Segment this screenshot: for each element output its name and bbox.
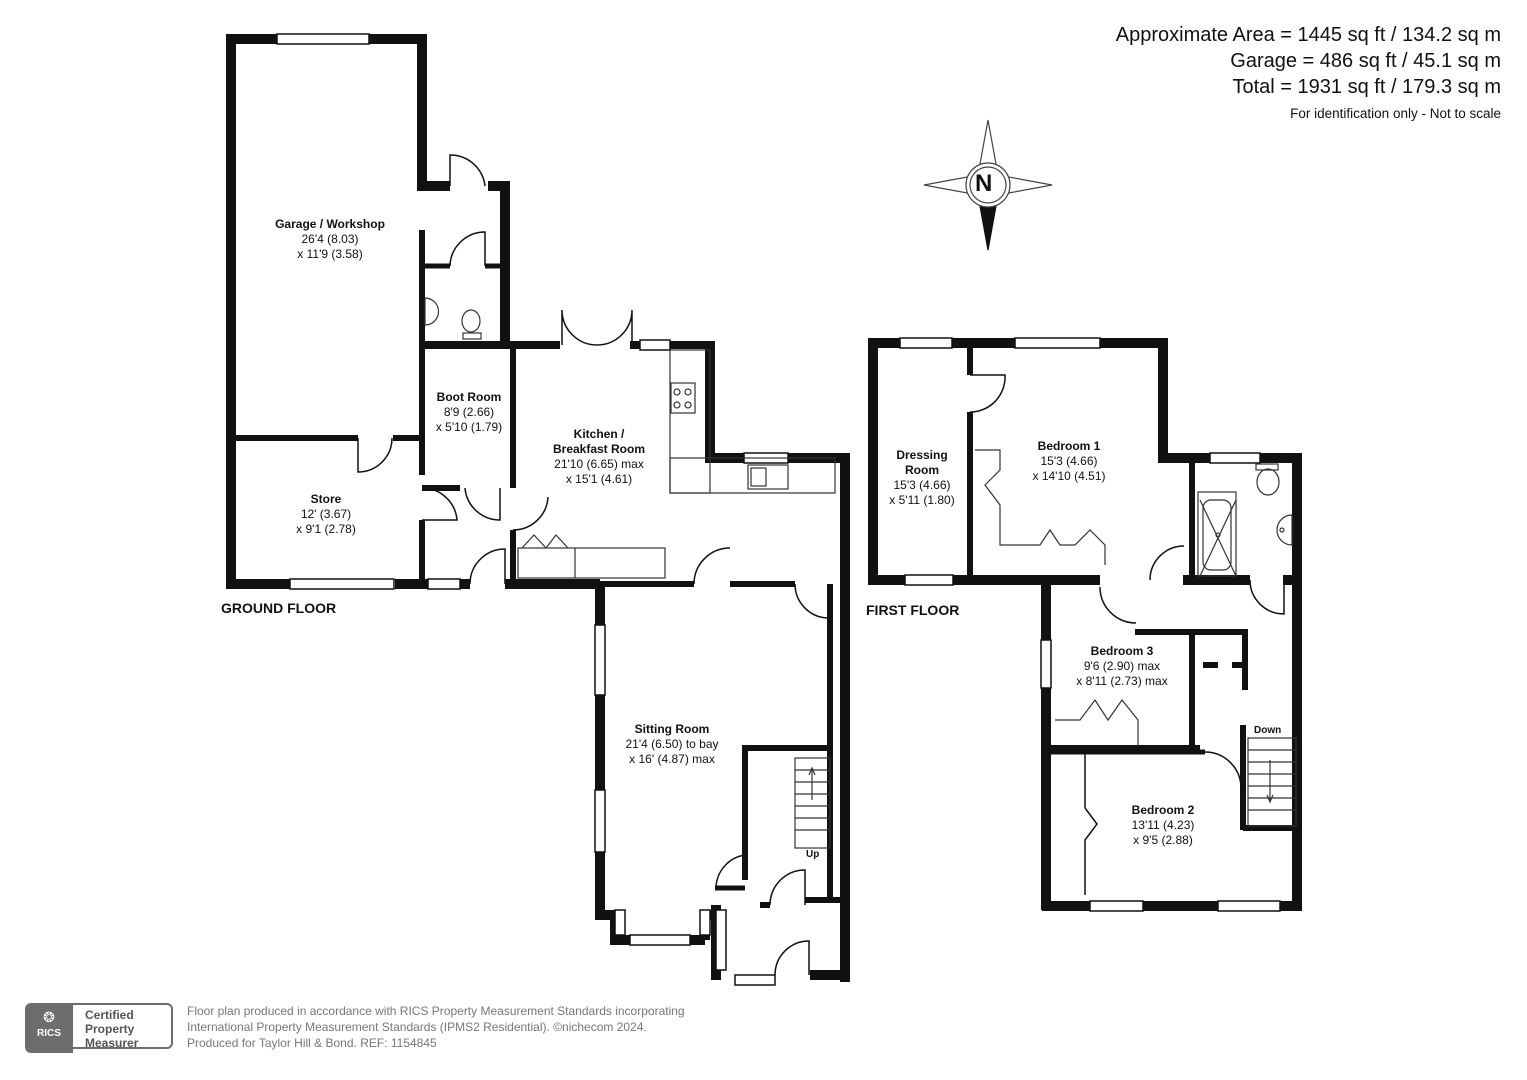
rics-certified-badge: ❂ RICS Certified Property Measurer: [25, 1003, 177, 1053]
rics-logo: ❂ RICS: [25, 1003, 73, 1053]
first-floor-walls: [868, 338, 1302, 911]
first-floor-label: FIRST FLOOR: [866, 602, 960, 618]
first-floor-stairs: [1247, 737, 1297, 827]
first-floor-fixtures: [975, 449, 1297, 827]
room-garage-workshop: Garage / Workshop 26'4 (8.03) x 11'9 (3.…: [275, 217, 385, 261]
room-bedroom-3: Bedroom 3 9'6 (2.90) max x 8'11 (2.73) m…: [1076, 644, 1168, 688]
room-boot-room: Boot Room 8'9 (2.66) x 5'10 (1.79): [435, 390, 503, 434]
ground-stairs: [794, 757, 831, 849]
compass-north-label: N: [975, 170, 993, 197]
stairs-up-label: Up: [806, 849, 820, 860]
rics-emblem-icon: ❂: [43, 1009, 55, 1025]
scale-note: For identification only - Not to scale: [1290, 106, 1501, 121]
compass-rose: [923, 119, 1053, 251]
approximate-area: Approximate Area = 1445 sq ft / 134.2 sq…: [1115, 24, 1501, 46]
first-floor-windows: [899, 337, 1281, 912]
footer-credits: Floor plan produced in accordance with R…: [187, 1004, 685, 1050]
room-bedroom-2: Bedroom 2 13'11 (4.23) x 9'5 (2.88): [1131, 803, 1195, 847]
certified-property-measurer: Certified Property Measurer: [73, 1003, 173, 1050]
room-sitting-room: Sitting Room 21'4 (6.50) to bay x 16' (4…: [625, 722, 719, 766]
garage-area: Garage = 486 sq ft / 45.1 sq m: [1230, 50, 1501, 72]
stairs-down-label: Down: [1254, 725, 1282, 736]
room-dressing-room: Dressing Room 15'3 (4.66) x 5'11 (1.80): [889, 448, 955, 507]
room-store: Store 12' (3.67) x 9'1 (2.78): [296, 492, 356, 536]
room-kitchen-breakfast: Kitchen / Breakfast Room 21'10 (6.65) ma…: [552, 427, 646, 486]
total-area: Total = 1931 sq ft / 179.3 sq m: [1232, 76, 1502, 98]
ground-floor-label: GROUND FLOOR: [221, 600, 337, 616]
ground-floor-fixtures: [424, 297, 836, 849]
area-summary: Approximate Area = 1445 sq ft / 134.2 sq…: [1116, 22, 1501, 121]
ground-floor-doors: [357, 154, 830, 976]
first-floor-doors: [969, 374, 1285, 895]
room-bedroom-1: Bedroom 1 15'3 (4.66) x 14'10 (4.51): [1032, 439, 1106, 483]
